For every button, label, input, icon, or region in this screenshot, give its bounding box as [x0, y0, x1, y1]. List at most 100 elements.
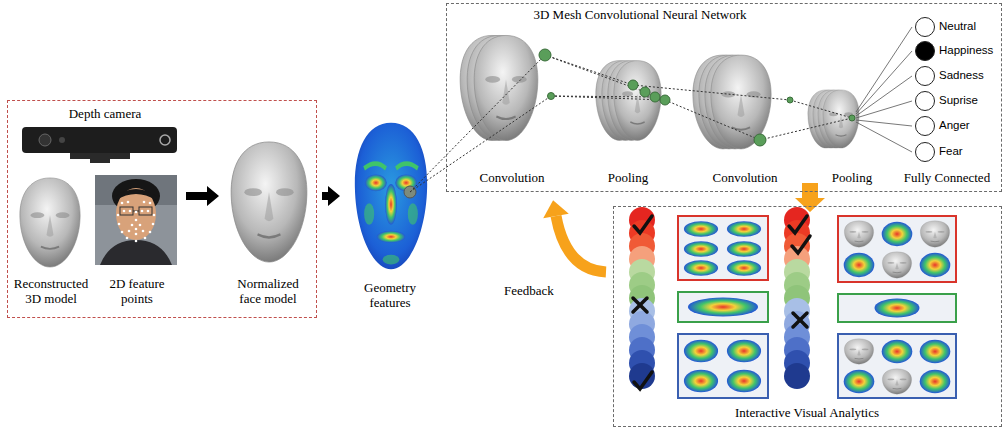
depth-camera-icon: [90, 159, 110, 163]
face-photo: [116, 188, 156, 240]
feature-map-boxes: [838, 216, 956, 282]
normalized-face: [231, 142, 307, 262]
feature-dots: [650, 92, 660, 102]
depth-camera-icon: [39, 134, 51, 146]
face-photo: [149, 231, 152, 234]
feature-dots: [539, 49, 855, 146]
network-panel: 3D Mesh Convolutional Neural NetworkConv…: [446, 3, 1002, 192]
face-photo: [141, 210, 144, 213]
feature-dots: [640, 87, 650, 97]
class-label: Suprise: [939, 93, 978, 108]
face-photo: [135, 240, 138, 243]
feature-map-boxes: [684, 370, 718, 393]
cross-marks: [793, 313, 807, 327]
layer-label: Pooling: [807, 170, 897, 185]
reconstructed-face: [20, 178, 80, 267]
face-photo: [117, 201, 156, 243]
device-label: Depth camera: [50, 106, 160, 121]
feature-map-boxes: [684, 241, 718, 257]
feature-map-boxes: [838, 294, 956, 322]
face-photo: [95, 175, 177, 265]
depth-camera-icon: [70, 153, 130, 159]
feature-map-boxes: [678, 334, 768, 398]
face-photo: [149, 202, 152, 205]
face-photo: [120, 207, 133, 215]
cross-marks: [793, 313, 807, 327]
feature-map-boxes: [678, 292, 768, 322]
check-marks: [789, 216, 807, 233]
face-photo: [116, 189, 156, 200]
normalized-face: [231, 142, 307, 262]
feature-map-boxes: [882, 222, 913, 246]
flow-arrow: [795, 183, 825, 212]
feature-map-boxes: [684, 221, 718, 237]
feature-map-boxes: [920, 253, 951, 277]
face-photo: [129, 210, 132, 213]
face-photo: [142, 230, 145, 233]
fully-connected-lines: [856, 76, 912, 116]
feature-figure: Geometry features: [343, 112, 437, 317]
feature-dots: [787, 97, 793, 103]
edge-label: Feedback: [502, 283, 556, 298]
depth-camera-icon: [22, 127, 177, 153]
feature-map-boxes: [838, 334, 956, 398]
face-photo: [123, 210, 126, 213]
fully-connected-lines: [856, 51, 912, 114]
caption-text: Reconstructed 3D model: [8, 276, 94, 306]
feature-map-boxes: [882, 369, 911, 394]
feature-dots: [660, 95, 670, 105]
layer-label: Convolution: [467, 170, 557, 185]
feature-map-boxes: [844, 370, 875, 393]
feature-map-boxes: [678, 216, 956, 398]
face-photo: [144, 237, 147, 240]
arrow-shape: [795, 183, 825, 212]
feature-map-boxes: [920, 370, 951, 393]
class-label: Fear: [939, 144, 963, 159]
feature-map-boxes: [684, 340, 718, 363]
arrow-shape: [322, 186, 340, 206]
feature-map-boxes: [875, 298, 920, 317]
reconstructed-face: [20, 178, 80, 267]
class-node: Suprise: [914, 90, 998, 112]
geometry-face: [355, 123, 427, 269]
feature-map-boxes: [844, 339, 873, 364]
feature-map-boxes: [727, 221, 761, 237]
feature-map-boxes: [727, 260, 761, 276]
analytics-panel: Interactive Visual Analytics: [613, 206, 1002, 427]
layer-label: Pooling: [583, 170, 673, 185]
cluster-column-right: [784, 207, 810, 389]
class-node: Happiness: [914, 40, 998, 62]
arrow-head: [543, 200, 569, 218]
face-photo: [121, 202, 124, 205]
class-circle: [914, 115, 936, 137]
face-photo: [118, 223, 121, 226]
arrow-shaft: [556, 216, 606, 272]
class-circle: [916, 42, 935, 61]
input-region: Depth cameraReconstructed 3D model2D fea…: [7, 100, 317, 318]
class-label: Anger: [939, 118, 970, 133]
receptive-field-lines: [410, 55, 852, 192]
face-photo: [135, 228, 138, 231]
face-photo: [117, 214, 120, 217]
fully-connected-lines: [856, 27, 912, 152]
face-photo: [139, 224, 142, 227]
feature-map-boxes: [920, 221, 949, 247]
face-photo: [143, 201, 146, 204]
face-photo: [152, 223, 155, 226]
class-circle: [916, 92, 935, 111]
face-photo: [131, 224, 134, 227]
depth-camera-icon: [160, 135, 170, 145]
fully-connected-lines: [856, 120, 912, 126]
face-photo: [121, 231, 124, 234]
feature-map-boxes: [727, 241, 761, 257]
geometry-face: [355, 123, 427, 269]
feature-map-boxes: [882, 340, 913, 363]
class-circle: [916, 117, 935, 136]
panel-title: Interactive Visual Analytics: [677, 405, 937, 420]
receptive-field-lines: [665, 100, 760, 140]
feature-map-boxes: [844, 221, 873, 247]
feature-dots: [539, 49, 551, 61]
